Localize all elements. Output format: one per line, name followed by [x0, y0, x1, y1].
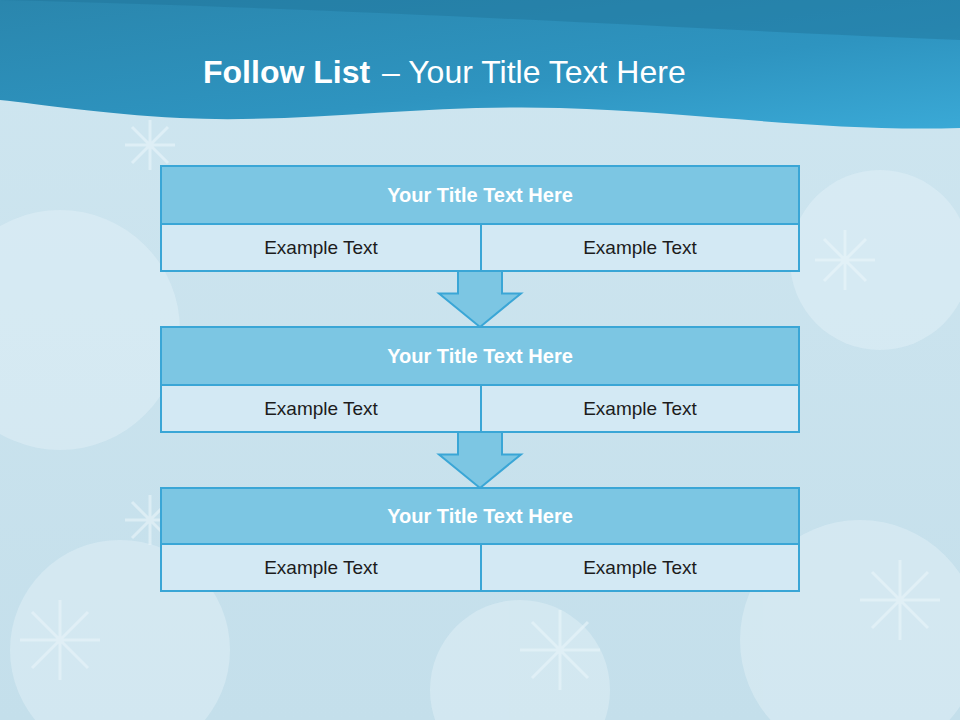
flow-arrow	[439, 432, 521, 488]
table-header-text: Your Title Text Here	[387, 505, 573, 528]
slide-heading: Follow List – Your Title Text Here	[203, 54, 686, 91]
cell-text: Example Text	[264, 237, 378, 259]
cell-text: Example Text	[583, 557, 697, 579]
table-header-band: Your Title Text Here	[162, 328, 798, 386]
table-cell: Example Text	[480, 386, 798, 431]
step-table: Your Title Text HereExample Text Example …	[160, 165, 800, 272]
table-cell: Example Text	[162, 545, 480, 590]
table-cell: Example Text	[480, 545, 798, 590]
table-cell: Example Text	[480, 225, 798, 270]
slide-title: Follow List	[203, 54, 370, 91]
step-table: Your Title Text HereExample Text Example …	[160, 487, 800, 592]
table-header-band: Your Title Text Here	[162, 489, 798, 545]
step-table: Your Title Text HereExample Text Example …	[160, 326, 800, 433]
cell-text: Example Text	[264, 557, 378, 579]
cell-text: Example Text	[264, 398, 378, 420]
table-header-text: Your Title Text Here	[387, 345, 573, 368]
table-header-text: Your Title Text Here	[387, 184, 573, 207]
cell-text: Example Text	[583, 398, 697, 420]
flow-arrow	[439, 271, 521, 327]
title-subtext: – Your Title Text Here	[382, 54, 686, 91]
table-cell: Example Text	[162, 386, 480, 431]
cell-text: Example Text	[583, 237, 697, 259]
table-cell: Example Text	[162, 225, 480, 270]
table-header-band: Your Title Text Here	[162, 167, 798, 225]
